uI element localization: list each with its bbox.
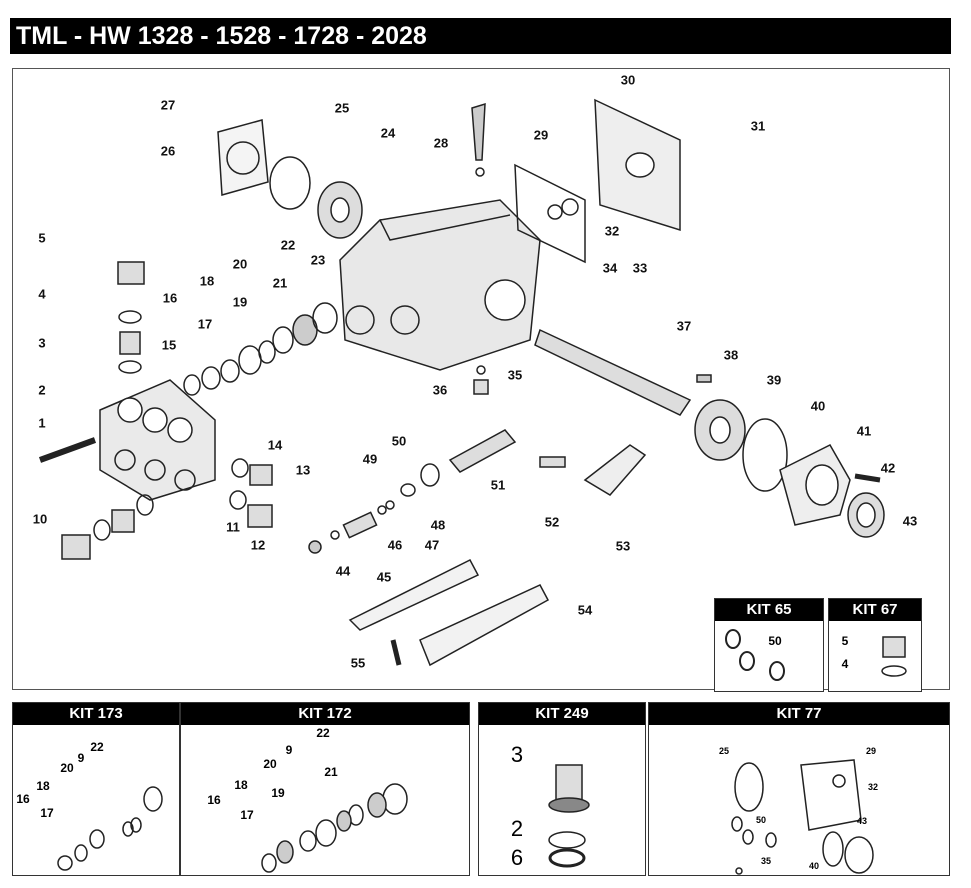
kit-77-part-25: 25 (718, 746, 730, 756)
kit-77-part-32: 32 (867, 782, 879, 792)
callout-24: 24 (380, 125, 396, 141)
kit-249-drawing (548, 764, 590, 868)
kit-67-drawing (881, 636, 907, 677)
kit-249-part-2: 2 (510, 816, 524, 841)
kit-173-part-20: 20 (60, 761, 74, 775)
callout-16: 16 (162, 290, 178, 306)
kit-172-box: KIT 172 22 9 20 21 18 19 16 17 (180, 702, 470, 876)
callout-36: 36 (432, 382, 448, 398)
callout-20: 20 (232, 256, 248, 272)
callout-49: 49 (362, 451, 378, 467)
exploded-view-frame (12, 68, 950, 690)
callout-41: 41 (856, 423, 872, 439)
kit-65-title: KIT 65 (715, 599, 823, 621)
callout-4: 4 (38, 286, 46, 302)
kit-65-box: KIT 65 50 (714, 598, 824, 692)
page-title: TML - HW 1328 - 1528 - 1728 - 2028 (10, 18, 951, 54)
callout-51: 51 (490, 477, 506, 493)
kit-172-part-19: 19 (271, 786, 285, 800)
kit-173-title: KIT 173 (13, 703, 179, 725)
callout-54: 54 (577, 602, 593, 618)
kit-77-part-29: 29 (865, 746, 877, 756)
kit-172-part-21: 21 (324, 765, 338, 779)
callout-17: 17 (197, 316, 213, 332)
callout-30: 30 (620, 72, 636, 88)
kit-67-part-5: 5 (841, 634, 849, 648)
kit-77-part-43: 43 (856, 816, 868, 826)
kit-67-title: KIT 67 (829, 599, 921, 621)
callout-55: 55 (350, 655, 366, 671)
callout-50: 50 (391, 433, 407, 449)
kit-173-drawing (57, 786, 163, 871)
kit-77-part-50: 50 (755, 815, 767, 825)
kit-65-part-50: 50 (768, 634, 782, 648)
callout-47: 47 (424, 537, 440, 553)
callout-39: 39 (766, 372, 782, 388)
callout-18: 18 (199, 273, 215, 289)
kit-172-part-22: 22 (316, 726, 330, 740)
kit-77-title: KIT 77 (649, 703, 949, 725)
callout-46: 46 (387, 537, 403, 553)
callout-14: 14 (267, 437, 283, 453)
kit-67-box: KIT 67 5 4 (828, 598, 922, 692)
callout-53: 53 (615, 538, 631, 554)
callout-10: 10 (32, 511, 48, 527)
callout-1: 1 (38, 415, 46, 431)
callout-21: 21 (272, 275, 288, 291)
callout-11: 11 (226, 519, 240, 535)
kit-172-part-16: 16 (207, 793, 221, 807)
kit-67-part-4: 4 (841, 657, 849, 671)
kit-249-title: KIT 249 (479, 703, 645, 725)
callout-26: 26 (160, 143, 176, 159)
callout-5: 5 (38, 230, 46, 246)
kit-77-drawing (731, 759, 874, 875)
kit-173-part-16: 16 (16, 792, 30, 806)
callout-3: 3 (38, 335, 46, 351)
callout-12: 12 (250, 537, 266, 553)
callout-34: 34 (602, 260, 618, 276)
kit-173-part-17: 17 (40, 806, 54, 820)
callout-19: 19 (232, 294, 248, 310)
callout-43: 43 (902, 513, 918, 529)
callout-38: 38 (723, 347, 739, 363)
kit-249-part-6: 6 (510, 845, 524, 870)
callout-48: 48 (430, 517, 446, 533)
kit-172-drawing (261, 783, 408, 873)
kit-173-part-9: 9 (77, 751, 85, 765)
callout-45: 45 (376, 569, 392, 585)
kit-77-part-40: 40 (808, 861, 820, 871)
kit-172-part-18: 18 (234, 778, 248, 792)
callout-28: 28 (433, 135, 449, 151)
callout-27: 27 (160, 97, 176, 113)
kit-249-box: KIT 249 3 2 6 (478, 702, 646, 876)
kit-77-part-35: 35 (760, 856, 772, 866)
callout-31: 31 (750, 118, 766, 134)
callout-23: 23 (310, 252, 326, 268)
callout-29: 29 (533, 127, 549, 143)
kit-172-part-17: 17 (240, 808, 254, 822)
kit-249-part-3: 3 (510, 742, 524, 767)
callout-25: 25 (334, 100, 350, 116)
callout-33: 33 (632, 260, 648, 276)
callout-42: 42 (880, 460, 896, 476)
callout-40: 40 (810, 398, 826, 414)
callout-2: 2 (38, 382, 46, 398)
kit-65-drawing (725, 629, 785, 681)
kit-173-part-18: 18 (36, 779, 50, 793)
kit-173-part-22: 22 (90, 740, 104, 754)
kit-172-title: KIT 172 (181, 703, 469, 725)
callout-52: 52 (544, 514, 560, 530)
callout-37: 37 (676, 318, 692, 334)
callout-44: 44 (335, 563, 351, 579)
callout-15: 15 (161, 337, 177, 353)
callout-35: 35 (507, 367, 523, 383)
callout-22: 22 (280, 237, 296, 253)
callout-13: 13 (295, 462, 311, 478)
callout-32: 32 (604, 223, 620, 239)
kit-172-part-20: 20 (263, 757, 277, 771)
kit-172-part-9: 9 (285, 743, 293, 757)
kit-77-box: KIT 77 25 29 32 50 43 35 40 (648, 702, 950, 876)
kit-173-box: KIT 173 22 9 20 18 16 17 (12, 702, 180, 876)
